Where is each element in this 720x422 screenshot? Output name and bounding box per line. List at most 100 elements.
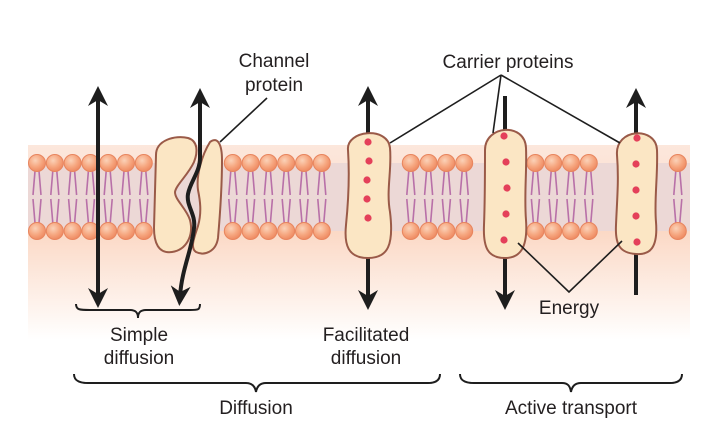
- lipid-tail: [679, 198, 683, 224]
- solute-dot: [364, 138, 372, 146]
- lipid-head: [28, 222, 46, 240]
- lipid-head: [259, 154, 278, 172]
- lipid-head: [117, 222, 135, 240]
- lipid-tail: [584, 170, 588, 196]
- phospholipid: [277, 154, 296, 240]
- lipid-tail: [263, 198, 268, 224]
- channel-protein: [152, 88, 224, 306]
- solute-dot: [502, 158, 510, 166]
- lipid-head: [241, 222, 260, 240]
- solute-dot: [500, 236, 508, 244]
- lipid-head: [401, 154, 420, 172]
- lipid-tail: [281, 170, 285, 196]
- carrier-protein-body: [482, 128, 528, 260]
- lipid-head: [579, 222, 598, 240]
- lipid-head: [63, 222, 82, 240]
- carrier-dots: [632, 134, 641, 246]
- simple-diffusion-label-line1: Simple: [110, 325, 168, 346]
- lipid-tail: [572, 198, 576, 224]
- lipid-head: [419, 154, 438, 172]
- lipid-tail: [38, 198, 42, 224]
- phospholipid: [45, 154, 64, 240]
- carrier-protein-facilitated: [344, 132, 393, 260]
- solute-dot: [363, 176, 371, 184]
- lipid-tail: [299, 170, 303, 196]
- lipid-head: [312, 222, 331, 240]
- active-transport-label: Active transport: [505, 398, 638, 419]
- lipid-tail: [459, 198, 463, 224]
- lipid-tail: [323, 198, 327, 224]
- lipid-tail: [299, 198, 303, 224]
- lipid-head: [437, 222, 456, 240]
- lipid-head: [668, 222, 687, 240]
- simple-diffusion-brace: [75, 303, 201, 319]
- lipid-head: [295, 222, 313, 240]
- lipid-head: [45, 154, 64, 172]
- carrier-protein-active-1: [482, 128, 528, 260]
- solute-dot: [364, 214, 372, 222]
- lipid-head: [295, 154, 313, 172]
- lipid-head: [277, 154, 296, 172]
- lipid-tail: [281, 198, 285, 224]
- solute-dot: [633, 134, 641, 142]
- lipid-tail: [584, 198, 588, 224]
- lipid-head: [544, 154, 563, 172]
- phospholipid: [117, 154, 135, 240]
- lipid-tail: [673, 198, 677, 224]
- lipid-tail: [287, 198, 291, 224]
- facilitated-diffusion-label-line1: Facilitated: [323, 325, 410, 346]
- phospholipid: [28, 154, 46, 240]
- lipid-tail: [127, 198, 131, 224]
- lipid-tail: [305, 198, 309, 224]
- lipid-head: [312, 154, 331, 172]
- lipid-tail: [32, 198, 36, 224]
- lipid-tail: [121, 198, 125, 224]
- lipid-tail: [139, 198, 143, 224]
- lipid-tail: [263, 170, 268, 196]
- lipid-tail: [572, 170, 576, 196]
- lipid-head: [526, 154, 545, 172]
- lipid-tail: [38, 170, 42, 196]
- lipid-head: [28, 154, 46, 172]
- lipid-tail: [441, 198, 446, 224]
- leader-line: [500, 74, 621, 144]
- lipid-tail: [536, 198, 541, 224]
- solute-dot: [633, 238, 641, 246]
- lipid-tail: [536, 170, 541, 196]
- lipid-tail: [429, 198, 434, 224]
- carrier-dots: [500, 132, 511, 244]
- carrier-protein-body: [344, 132, 393, 260]
- phospholipid: [63, 154, 82, 240]
- lipid-head: [45, 222, 64, 240]
- leader-line: [389, 74, 502, 144]
- lipid-tail: [32, 170, 36, 196]
- lipid-tail: [269, 170, 274, 196]
- lipid-tail: [429, 170, 434, 196]
- lipid-tail: [548, 170, 552, 196]
- channel-protein-leader: [219, 97, 268, 143]
- lipid-tail: [56, 170, 60, 196]
- lipid-tail: [109, 198, 113, 224]
- lipid-tail: [323, 170, 327, 196]
- lipid-tail: [228, 198, 232, 224]
- lipid-tail: [73, 198, 78, 224]
- lipid-tail: [566, 198, 570, 224]
- solute-dot: [363, 195, 371, 203]
- phospholipid: [312, 154, 331, 240]
- lipid-head: [63, 154, 82, 172]
- phospholipid: [241, 154, 260, 240]
- lipid-tail: [554, 198, 558, 224]
- lipid-tail: [317, 198, 321, 224]
- carrier-dots: [363, 138, 373, 222]
- lipid-tail: [441, 170, 446, 196]
- phospholipid-bilayer: [28, 154, 687, 240]
- lipid-tail: [317, 170, 321, 196]
- lipid-tail: [67, 170, 72, 196]
- energy-leaders: [517, 240, 623, 294]
- lipid-head: [526, 222, 545, 240]
- phospholipid: [579, 154, 598, 240]
- facilitated-diffusion-label-line2: diffusion: [331, 348, 401, 369]
- lipid-tail: [423, 170, 428, 196]
- lipid-tail: [406, 170, 410, 196]
